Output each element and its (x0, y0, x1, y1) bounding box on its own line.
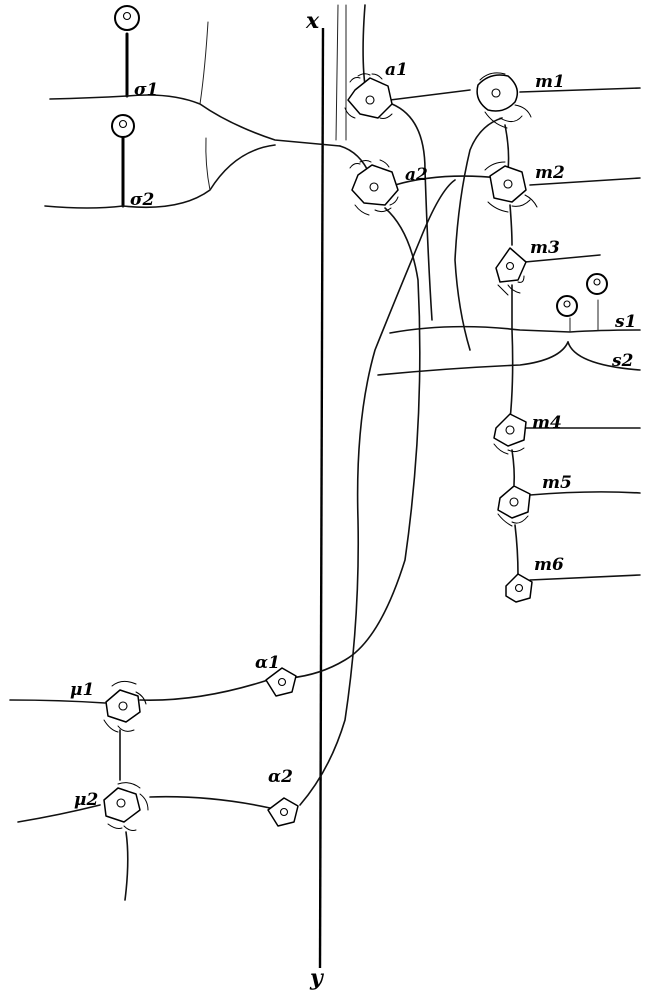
sensory-cell-s2 (378, 342, 640, 375)
label-s1: s1 (614, 312, 636, 332)
label-m2: m2 (535, 163, 565, 183)
motor-cell-m3 (496, 248, 526, 295)
fiber-m4-m5 (512, 450, 514, 485)
cell-alpha2 (268, 798, 298, 826)
fiber-m2-m3 (510, 205, 512, 245)
label-alpha1: α1 (255, 653, 280, 673)
label-a2-top: a2 (405, 165, 428, 185)
cell-mu1 (104, 681, 146, 732)
fiber-m1-m2 (505, 125, 509, 170)
label-m3: m3 (530, 238, 560, 258)
fiber-a1-m1 (390, 90, 470, 100)
label-m5: m5 (542, 473, 572, 493)
motor-cell-m4 (494, 414, 526, 454)
fiber-a2-alpha1 (290, 208, 420, 678)
sensory-cell-sigma1 (50, 6, 340, 146)
axis-line (320, 28, 323, 968)
fiber-m5-m6 (515, 525, 518, 575)
motor-cell-m6 (506, 574, 532, 602)
motor-cell-a2 (350, 160, 398, 215)
label-m6: m6 (534, 555, 564, 575)
fiber-m1-loop (455, 118, 502, 350)
label-sigma1: σ1 (134, 80, 158, 100)
label-m4: m4 (532, 413, 562, 433)
fiber-mu1-in (10, 700, 105, 703)
cell-mu2 (104, 783, 148, 831)
fiber-mu2-down (125, 832, 128, 900)
motor-cell-m1 (477, 73, 531, 128)
axis-fiber-left (336, 5, 338, 140)
axis-label-y: y (309, 965, 325, 991)
label-a1-top: a1 (385, 60, 408, 80)
fiber-m6-out (530, 575, 640, 580)
sensory-cell-sigma2 (45, 115, 275, 208)
motor-cell-m5 (498, 486, 530, 526)
label-alpha2: α2 (268, 767, 293, 787)
axis-label-x: x (305, 8, 320, 34)
fiber-m3-m4 (510, 285, 513, 420)
label-mu2: μ2 (74, 790, 98, 810)
fiber-a1-down (392, 104, 432, 320)
label-s2: s2 (611, 351, 634, 371)
sensory-cell-s1 (390, 274, 640, 333)
motor-cell-a1 (345, 74, 392, 119)
label-mu1: μ1 (70, 680, 94, 700)
label-m1: m1 (535, 72, 565, 92)
motor-cell-m2 (485, 162, 537, 212)
label-sigma2: σ2 (130, 190, 155, 210)
fiber-mu2-alpha2 (150, 797, 270, 808)
fiber-mu1-alpha1 (140, 680, 268, 700)
